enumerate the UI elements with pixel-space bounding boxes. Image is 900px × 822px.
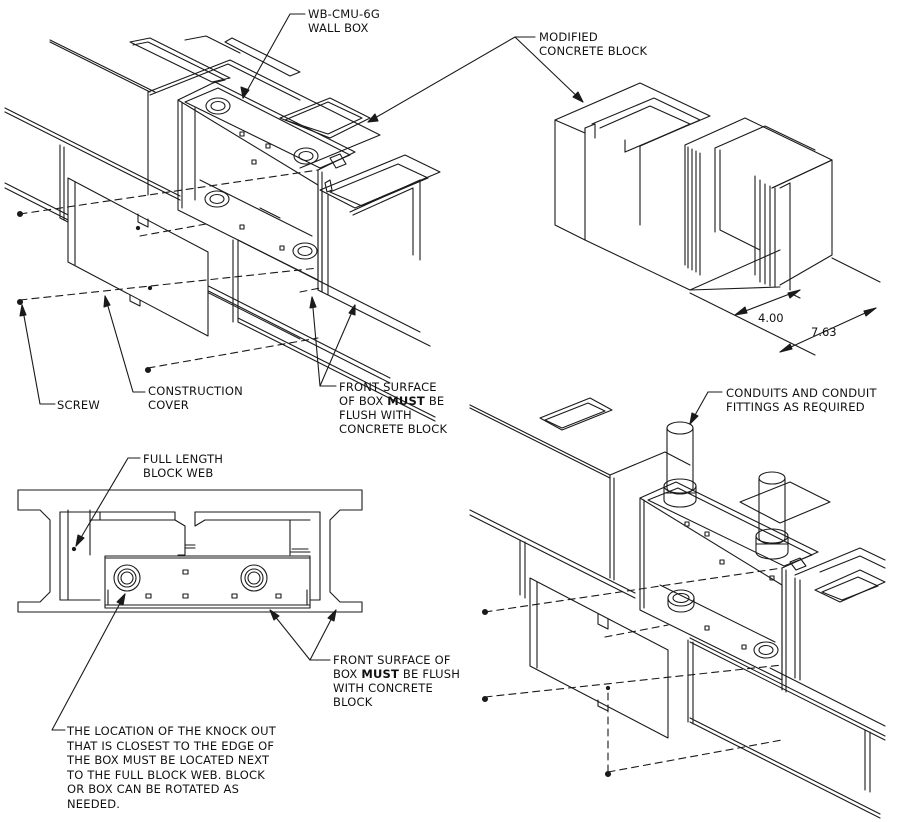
label-line: FRONT SURFACE OF — [333, 653, 451, 667]
label-line: FULL LENGTH — [143, 452, 224, 466]
label-line: TO THE FULL BLOCK WEB. BLOCK — [67, 767, 265, 782]
label-modified-block: MODIFIED CONCRETE BLOCK — [539, 30, 647, 58]
dimension-depth: 4.00 — [758, 311, 784, 325]
screw-icon — [606, 772, 611, 777]
conduit-icon — [664, 422, 696, 507]
label-line: WALL BOX — [308, 21, 369, 35]
label-line: WB-CMU-6G — [308, 7, 380, 21]
label-conduits: CONDUITS AND CONDUIT FITTINGS AS REQUIRE… — [726, 386, 877, 414]
label-line: FRONT SURFACE — [339, 380, 437, 394]
label-line: THE LOCATION OF THE KNOCK OUT — [67, 724, 277, 738]
screw-icon — [483, 697, 488, 702]
screw-alignment-lines-2 — [485, 568, 782, 772]
label-line: BLOCK — [333, 695, 373, 709]
label-line: FLUSH WITH — [339, 408, 412, 422]
label-construction-cover: CONSTRUCTION COVER — [148, 384, 243, 412]
label-line: NEEDED. — [67, 796, 121, 811]
leaders-view-3 — [52, 458, 336, 730]
label-line: CONDUITS AND CONDUIT — [726, 386, 877, 400]
label-line: MODIFIED — [539, 30, 598, 44]
screw-icon — [146, 368, 151, 373]
label-emphasis: MUST — [361, 667, 400, 681]
label-line: OF BOX MUST BE — [339, 394, 447, 408]
label-screw: SCREW — [57, 398, 100, 412]
modified-block-view — [555, 83, 832, 290]
screw-alignment-lines — [20, 170, 320, 368]
leaders-view-4 — [690, 392, 722, 424]
block-dimensions — [690, 258, 880, 355]
wall-box-iso — [178, 82, 355, 292]
dimension-width: 7.63 — [811, 325, 837, 339]
construction-cover-iso-2 — [530, 578, 668, 738]
screw-icon — [483, 610, 488, 615]
label-knockout-note: THE LOCATION OF THE KNOCK OUT THAT IS CL… — [67, 724, 276, 811]
iso-view-with-conduits — [470, 398, 885, 818]
wall-box-front — [105, 549, 310, 608]
label-line: CONCRETE BLOCK — [339, 422, 448, 436]
label-line: CONCRETE BLOCK — [539, 44, 648, 58]
label-full-length-web: FULL LENGTH BLOCK WEB — [143, 452, 223, 480]
wall-box-iso-conduits — [640, 482, 818, 692]
label-line: SCREW — [57, 398, 100, 412]
label-line: THE BOX MUST BE LOCATED NEXT — [67, 753, 270, 767]
label-line: CONSTRUCTION — [148, 384, 243, 398]
label-line: OR BOX CAN BE ROTATED AS — [67, 782, 240, 796]
label-text: OF BOX — [339, 394, 388, 408]
label-line: THAT IS CLOSEST TO THE EDGE OF — [67, 738, 275, 753]
label-text: BE FLUSH — [399, 667, 461, 681]
label-front-surface-top: FRONT SURFACE OF BOX MUST BE FLUSH WITH … — [339, 380, 447, 436]
conduit-icon — [756, 472, 788, 559]
leaders-view-1 — [20, 14, 583, 404]
label-line: BLOCK WEB — [143, 466, 214, 480]
label-line: FITTINGS AS REQUIRED — [726, 400, 865, 414]
screw-icon — [18, 300, 23, 305]
label-text: BE — [424, 394, 445, 408]
label-line: WITH CONCRETE — [333, 681, 433, 695]
iso-view-box-in-wall — [5, 36, 440, 421]
construction-cover-iso — [68, 178, 208, 336]
screw-icon — [18, 212, 23, 217]
label-line: COVER — [148, 398, 190, 412]
label-front-surface-bottom: FRONT SURFACE OF BOX MUST BE FLUSH WITH … — [333, 653, 460, 709]
label-wall-box: WB-CMU-6G WALL BOX — [308, 7, 380, 35]
label-text: BOX — [333, 667, 362, 681]
front-elevation-view — [18, 490, 362, 612]
label-emphasis: MUST — [387, 394, 425, 408]
label-line: BOX MUST BE FLUSH — [333, 667, 460, 681]
